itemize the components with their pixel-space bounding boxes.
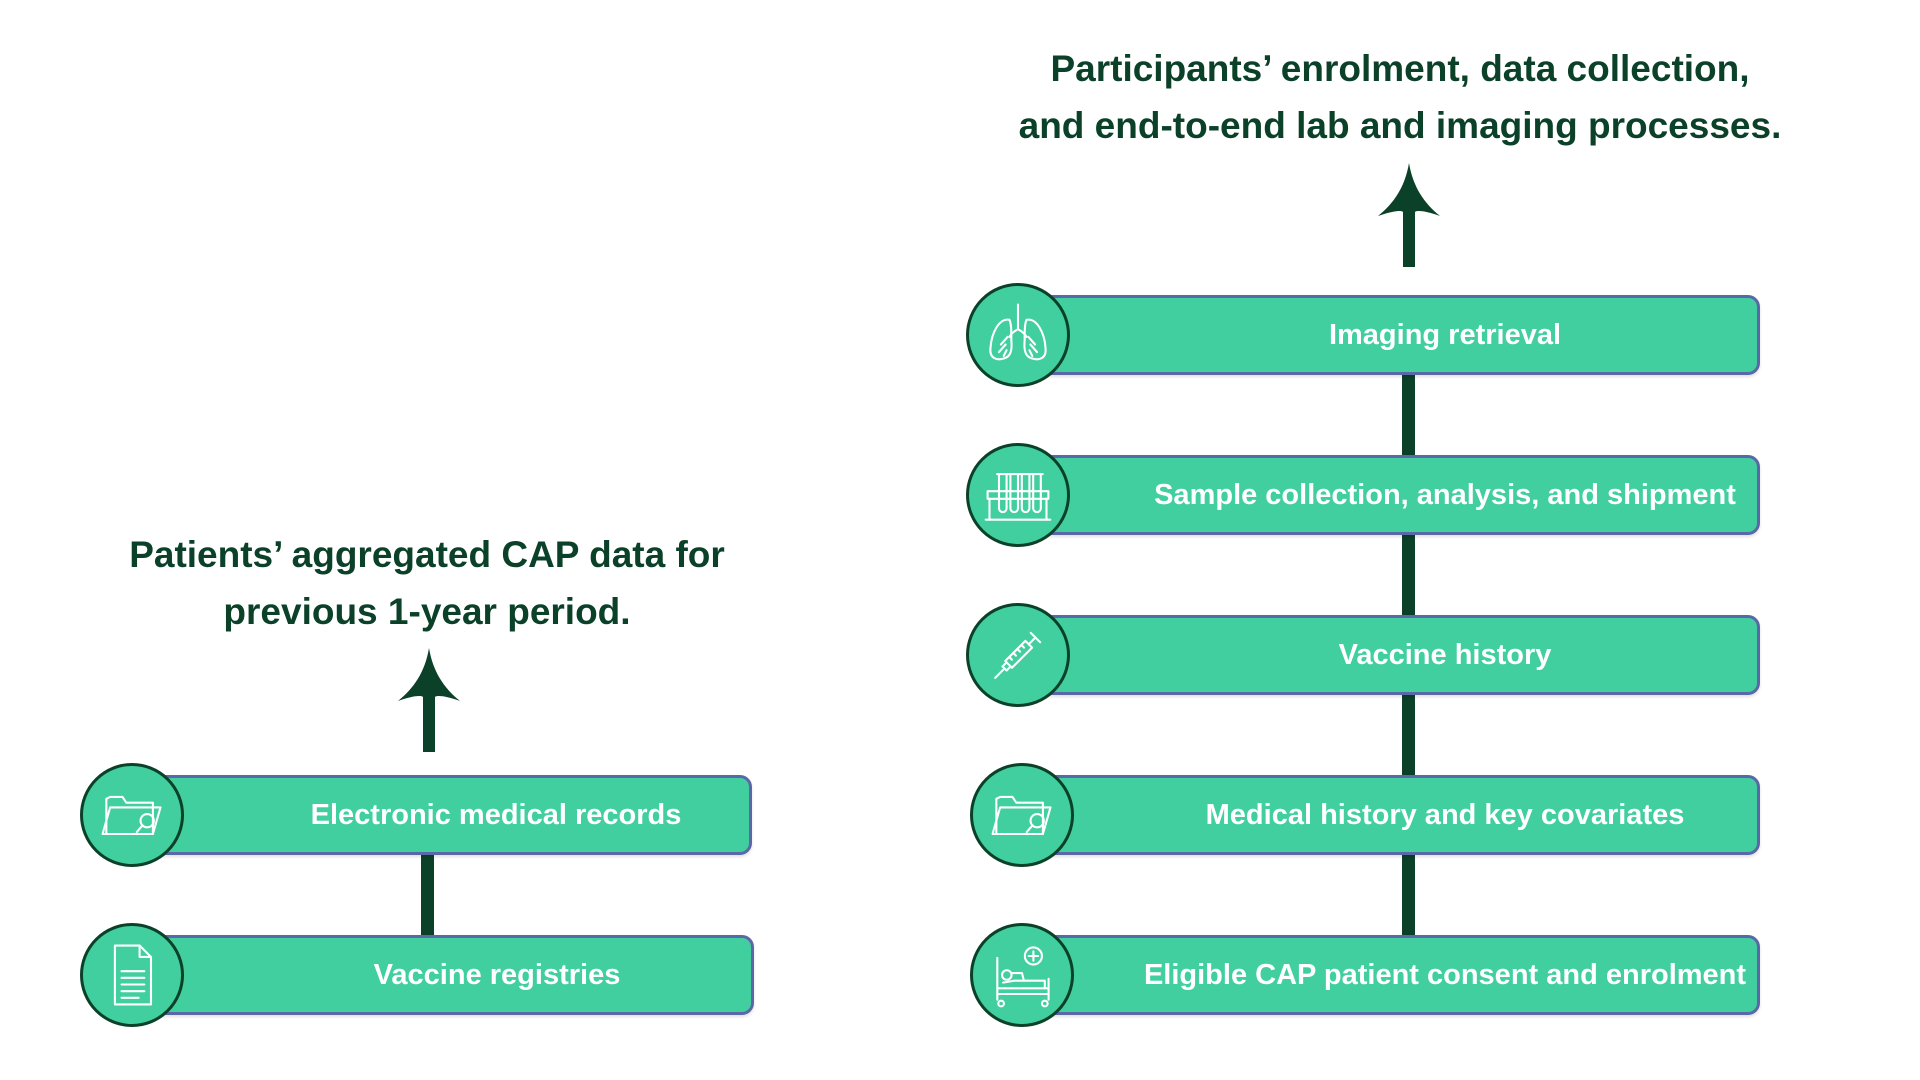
right-connector-4 [1402, 855, 1415, 935]
step-vaccine-registries: Vaccine registries [150, 935, 754, 1015]
hospital-bed-icon [970, 923, 1074, 1027]
right-heading-line-2: and end-to-end lab and imaging processes… [1018, 105, 1782, 146]
step-label: Vaccine registries [373, 958, 621, 991]
right-connector-3 [1402, 695, 1415, 775]
left-up-arrow [398, 648, 460, 752]
step-label: Sample collection, analysis, and shipmen… [1154, 478, 1736, 511]
folder-search-icon [970, 763, 1074, 867]
syringe-icon [966, 603, 1070, 707]
step-label: Vaccine history [1338, 638, 1552, 671]
test-tubes-icon [966, 443, 1070, 547]
left-connector [421, 850, 434, 940]
step-label: Imaging retrieval [1328, 318, 1562, 351]
left-heading-line-2: previous 1-year period. [223, 591, 631, 632]
step-vaccine-history: Vaccine history [1040, 615, 1760, 695]
right-heading: Participants’ enrolment, data collection… [975, 40, 1825, 154]
left-heading: Patients’ aggregated CAP data for previo… [82, 526, 772, 640]
right-heading-line-1: Participants’ enrolment, data collection… [1050, 48, 1750, 89]
step-label: Electronic medical records [310, 798, 682, 831]
step-label: Medical history and key covariates [1205, 798, 1685, 831]
document-icon [80, 923, 184, 1027]
left-heading-line-1: Patients’ aggregated CAP data for [129, 534, 725, 575]
step-medical-history: Medical history and key covariates [1040, 775, 1760, 855]
step-label: Eligible CAP patient consent and enrolme… [1143, 958, 1747, 991]
right-connector-1 [1402, 375, 1415, 455]
folder-search-icon [80, 763, 184, 867]
right-up-arrow [1378, 163, 1440, 267]
step-imaging-retrieval: Imaging retrieval [1040, 295, 1760, 375]
right-connector-2 [1402, 535, 1415, 615]
lungs-icon [966, 283, 1070, 387]
step-electronic-medical-records: Electronic medical records [150, 775, 752, 855]
step-sample-collection: Sample collection, analysis, and shipmen… [1040, 455, 1760, 535]
step-patient-consent: Eligible CAP patient consent and enrolme… [1040, 935, 1760, 1015]
